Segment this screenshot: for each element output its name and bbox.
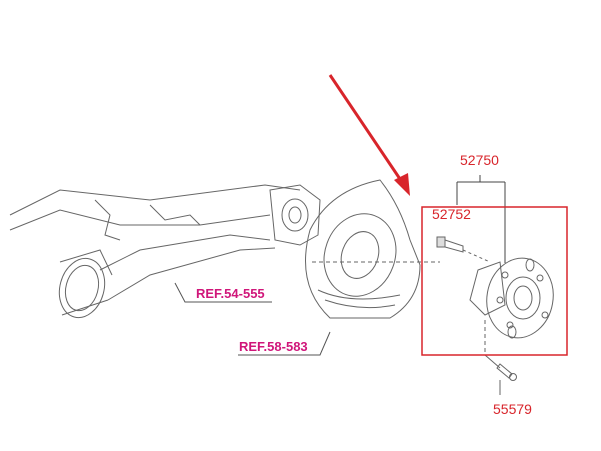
highlight-box — [421, 206, 568, 356]
hub-bolt — [484, 354, 517, 395]
trailing-arm — [9, 184, 321, 319]
ref-58-583[interactable]: REF.58-583 — [239, 339, 308, 354]
highlight-arrow — [328, 74, 410, 196]
hub-pin — [436, 236, 491, 263]
part-number-52750[interactable]: 52750 — [460, 152, 499, 168]
ref-shield-leader — [238, 331, 331, 356]
wheel-hub — [469, 257, 554, 355]
assembly-bracket — [456, 175, 506, 263]
dust-shield — [305, 179, 440, 319]
part-number-52752[interactable]: 52752 — [432, 206, 471, 222]
ref-arm-leader — [174, 282, 272, 303]
part-number-55579[interactable]: 55579 — [493, 401, 532, 417]
ref-54-555[interactable]: REF.54-555 — [196, 286, 265, 301]
